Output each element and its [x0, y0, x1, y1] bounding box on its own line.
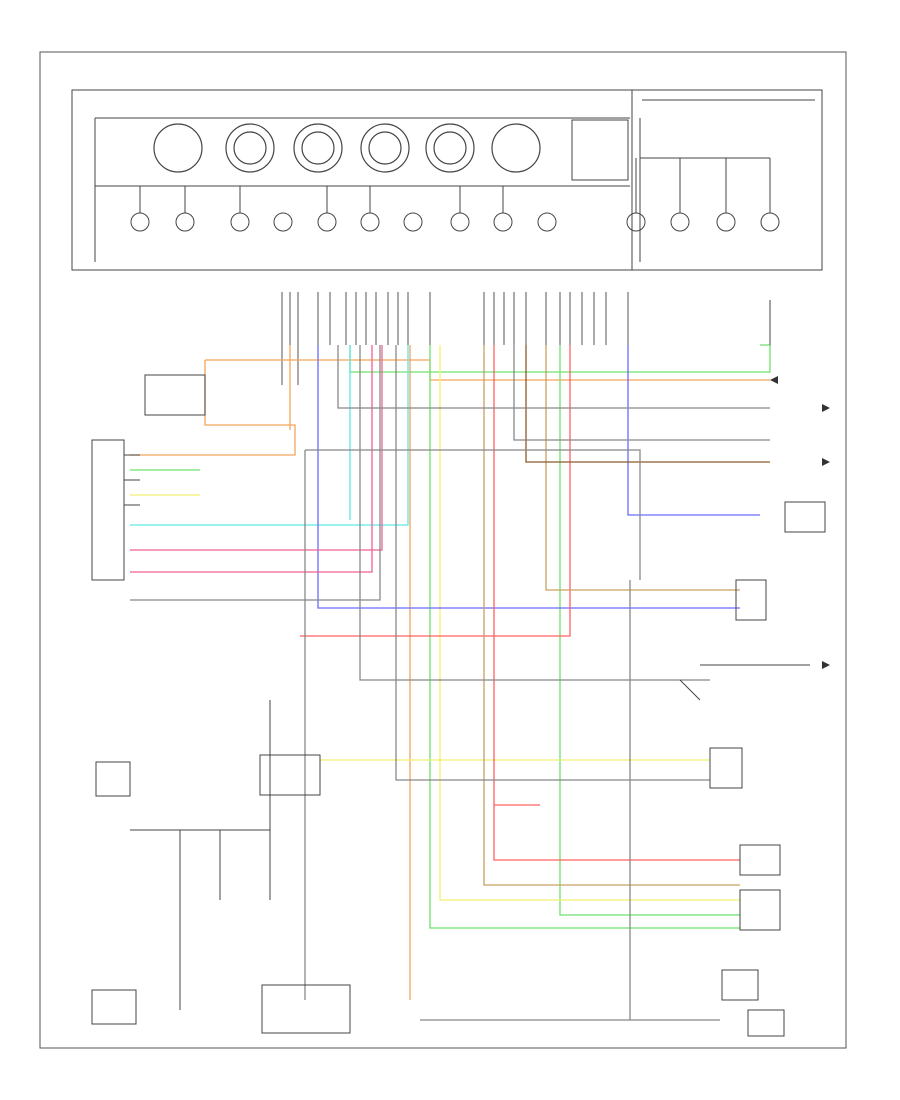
- lamp-icon: [537, 212, 557, 232]
- wire-gray: [337, 345, 770, 409]
- sensor-box-3: [709, 747, 743, 789]
- wire-red: [300, 345, 571, 637]
- sensor-box-4: [739, 844, 781, 876]
- wire-green: [429, 345, 740, 929]
- connector-box: [95, 761, 131, 797]
- indicator-lamp-row: [130, 158, 780, 232]
- gauge-5-icon: [425, 123, 475, 173]
- wire-harness: [130, 344, 771, 1021]
- diagram-border: [39, 51, 847, 1049]
- cluster-box-right: [631, 89, 823, 271]
- lamp-icon: [273, 212, 293, 232]
- lamp-icon: [760, 212, 780, 232]
- gauge-3-icon: [293, 123, 343, 173]
- relay-box: [259, 754, 321, 796]
- right-components: [679, 300, 826, 1037]
- wire-tan: [545, 345, 740, 591]
- left-components: [91, 374, 351, 1034]
- wire-blue: [317, 345, 740, 609]
- wire-pink: [130, 345, 383, 551]
- arrow-icon: [822, 458, 830, 466]
- instrument-cluster: [71, 89, 823, 271]
- wire-gray: [305, 449, 641, 580]
- sensor-box-2: [735, 579, 767, 621]
- wire-cyan: [130, 345, 409, 526]
- wire-gray: [359, 345, 710, 681]
- gauge-row: [153, 123, 541, 173]
- sender-box: [91, 989, 137, 1025]
- wire-pink: [130, 345, 373, 573]
- cluster-connector-pins: [281, 292, 629, 385]
- sensor-box-1: [784, 501, 826, 533]
- lamp-icon: [670, 212, 690, 232]
- switch-box: [261, 984, 351, 1034]
- arrow-icon: [822, 404, 830, 412]
- right-edge-arrows: [770, 376, 830, 669]
- gauge-2-icon: [225, 123, 275, 173]
- lamp-icon: [716, 212, 736, 232]
- sensor-box-7: [747, 1009, 785, 1037]
- wire-red: [493, 345, 740, 861]
- lamp-icon: [403, 212, 423, 232]
- gauge-6-icon: [491, 123, 541, 173]
- control-module-box: [91, 439, 125, 581]
- wire-gray: [513, 345, 770, 441]
- arrow-icon: [770, 376, 778, 384]
- gauge-4-icon: [360, 123, 410, 173]
- wire-blue: [627, 345, 760, 516]
- lamp-icon: [450, 212, 470, 232]
- lamp-icon: [130, 212, 150, 232]
- cluster-box-left: [71, 89, 633, 271]
- wire-gray: [395, 345, 710, 781]
- wire-green: [559, 345, 740, 916]
- wire-yellow: [439, 345, 740, 901]
- lamp-icon: [175, 212, 195, 232]
- sensor-box-5: [739, 889, 781, 931]
- lamp-icon: [317, 212, 337, 232]
- wire-brown: [525, 345, 770, 463]
- lamp-icon: [626, 212, 646, 232]
- lamp-icon: [230, 212, 250, 232]
- arrow-icon: [822, 661, 830, 669]
- cluster-module-box: [571, 119, 629, 181]
- lamp-icon: [493, 212, 513, 232]
- wire-orange: [130, 360, 296, 456]
- transmission-switch-box: [144, 374, 206, 416]
- sensor-box-6: [721, 969, 759, 1001]
- gauge-1-icon: [153, 123, 203, 173]
- wire-gray: [130, 345, 381, 601]
- lamp-icon: [360, 212, 380, 232]
- wire-tan: [483, 345, 740, 886]
